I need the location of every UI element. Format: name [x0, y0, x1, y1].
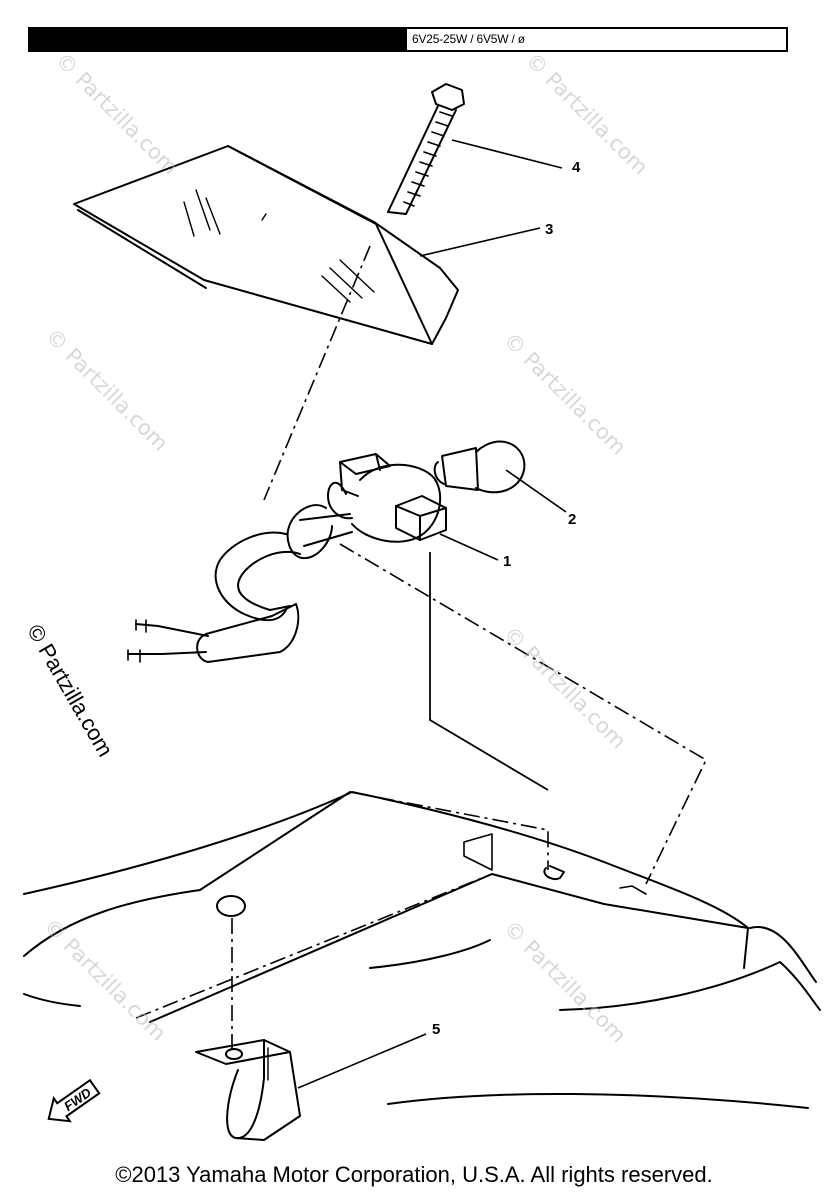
- fender-body: [23, 791, 821, 1109]
- bolt-part: [387, 83, 465, 215]
- callout-part-4: 4: [572, 159, 581, 176]
- callout-part-5: 5: [432, 1021, 440, 1038]
- lens-cover-part: [73, 145, 459, 345]
- socket-harness-part: [127, 453, 447, 663]
- header-title-block: [30, 29, 407, 50]
- callout-part-3: 3: [545, 221, 553, 238]
- callout-leaders: [297, 139, 567, 1089]
- header-spec-text: 6V25-25W / 6V5W / ø: [412, 32, 525, 46]
- callout-part-2: 2: [568, 511, 576, 528]
- alignment-lines: [135, 245, 708, 1050]
- bracket-part: [195, 1039, 301, 1141]
- fwd-arrow-icon: FWD: [47, 1078, 101, 1123]
- header-bar: 6V25-25W / 6V5W / ø: [28, 27, 788, 52]
- callout-part-1: 1: [503, 553, 511, 570]
- leader-solid-lines: [429, 552, 549, 791]
- bulb-part: [433, 440, 526, 494]
- copyright-text: ©2013 Yamaha Motor Corporation, U.S.A. A…: [115, 1162, 713, 1187]
